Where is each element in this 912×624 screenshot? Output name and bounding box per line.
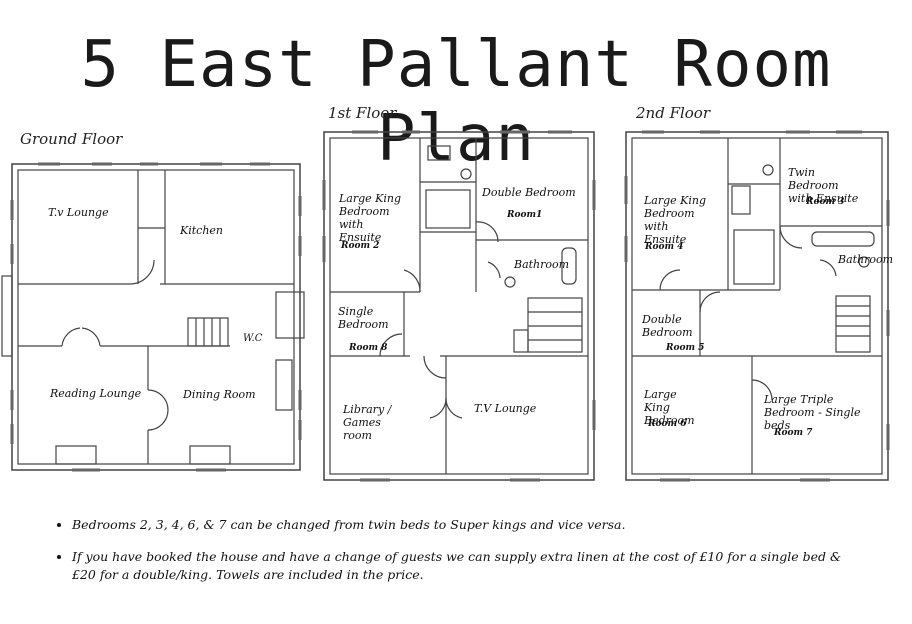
room-label-large-king-2nd: Large King Bedroom with Ensuite <box>644 194 707 246</box>
room-label-twin-bedroom: Twin Bedroom with Ensuite <box>788 166 859 205</box>
note-item: If you have booked the house and have a … <box>72 548 864 584</box>
ground-floor-plan <box>1 162 305 472</box>
room-label-large-king-bedroom: Large King Bedroom <box>644 388 695 427</box>
room-label-large-triple: Large Triple Bedroom - Single beds <box>764 393 861 432</box>
room-label-tv-lounge-1st: T.V Lounge <box>474 402 537 415</box>
room-number-2: Room 2 <box>341 241 380 251</box>
room-number-4: Room 4 <box>645 242 684 252</box>
room-label-library: Library / Games room <box>343 403 392 442</box>
room-number-1: Room1 <box>507 210 543 220</box>
ground-floor-label: Ground Floor <box>20 130 123 148</box>
room-number-3: Room 3 <box>806 197 845 207</box>
first-floor-plan <box>322 130 596 482</box>
room-label-tv-lounge: T.v Lounge <box>48 206 109 219</box>
room-number-8: Room 8 <box>349 343 388 353</box>
room-label-bathroom-2nd: Bathroom <box>838 253 894 266</box>
first-floor-label: 1st Floor <box>328 104 397 122</box>
room-label-wc: W.C <box>243 333 263 344</box>
room-label-bathroom-1st: Bathroom <box>514 258 570 271</box>
room-label-reading-lounge: Reading Lounge <box>50 387 142 400</box>
room-label-dining-room: Dining Room <box>183 388 256 401</box>
room-number-5: Room 5 <box>666 343 705 353</box>
room-label-single-bedroom: Single Bedroom <box>338 305 389 331</box>
room-label-kitchen: Kitchen <box>180 224 223 237</box>
room-number-7: Room 7 <box>774 428 813 438</box>
second-floor-label: 2nd Floor <box>636 104 711 122</box>
second-floor-plan <box>624 130 890 482</box>
room-label-double-bedroom-2nd: Double Bedroom <box>642 313 693 339</box>
room-label-double-bedroom-1st: Double Bedroom <box>482 186 576 199</box>
room-number-6: Room 6 <box>648 419 687 429</box>
page-title: 5 East Pallant Room Plan <box>80 28 832 176</box>
notes-section: Bedrooms 2, 3, 4, 6, & 7 can be changed … <box>44 516 864 598</box>
room-label-large-king-1st: Large King Bedroom with Ensuite <box>339 192 402 244</box>
note-item: Bedrooms 2, 3, 4, 6, & 7 can be changed … <box>72 516 864 534</box>
